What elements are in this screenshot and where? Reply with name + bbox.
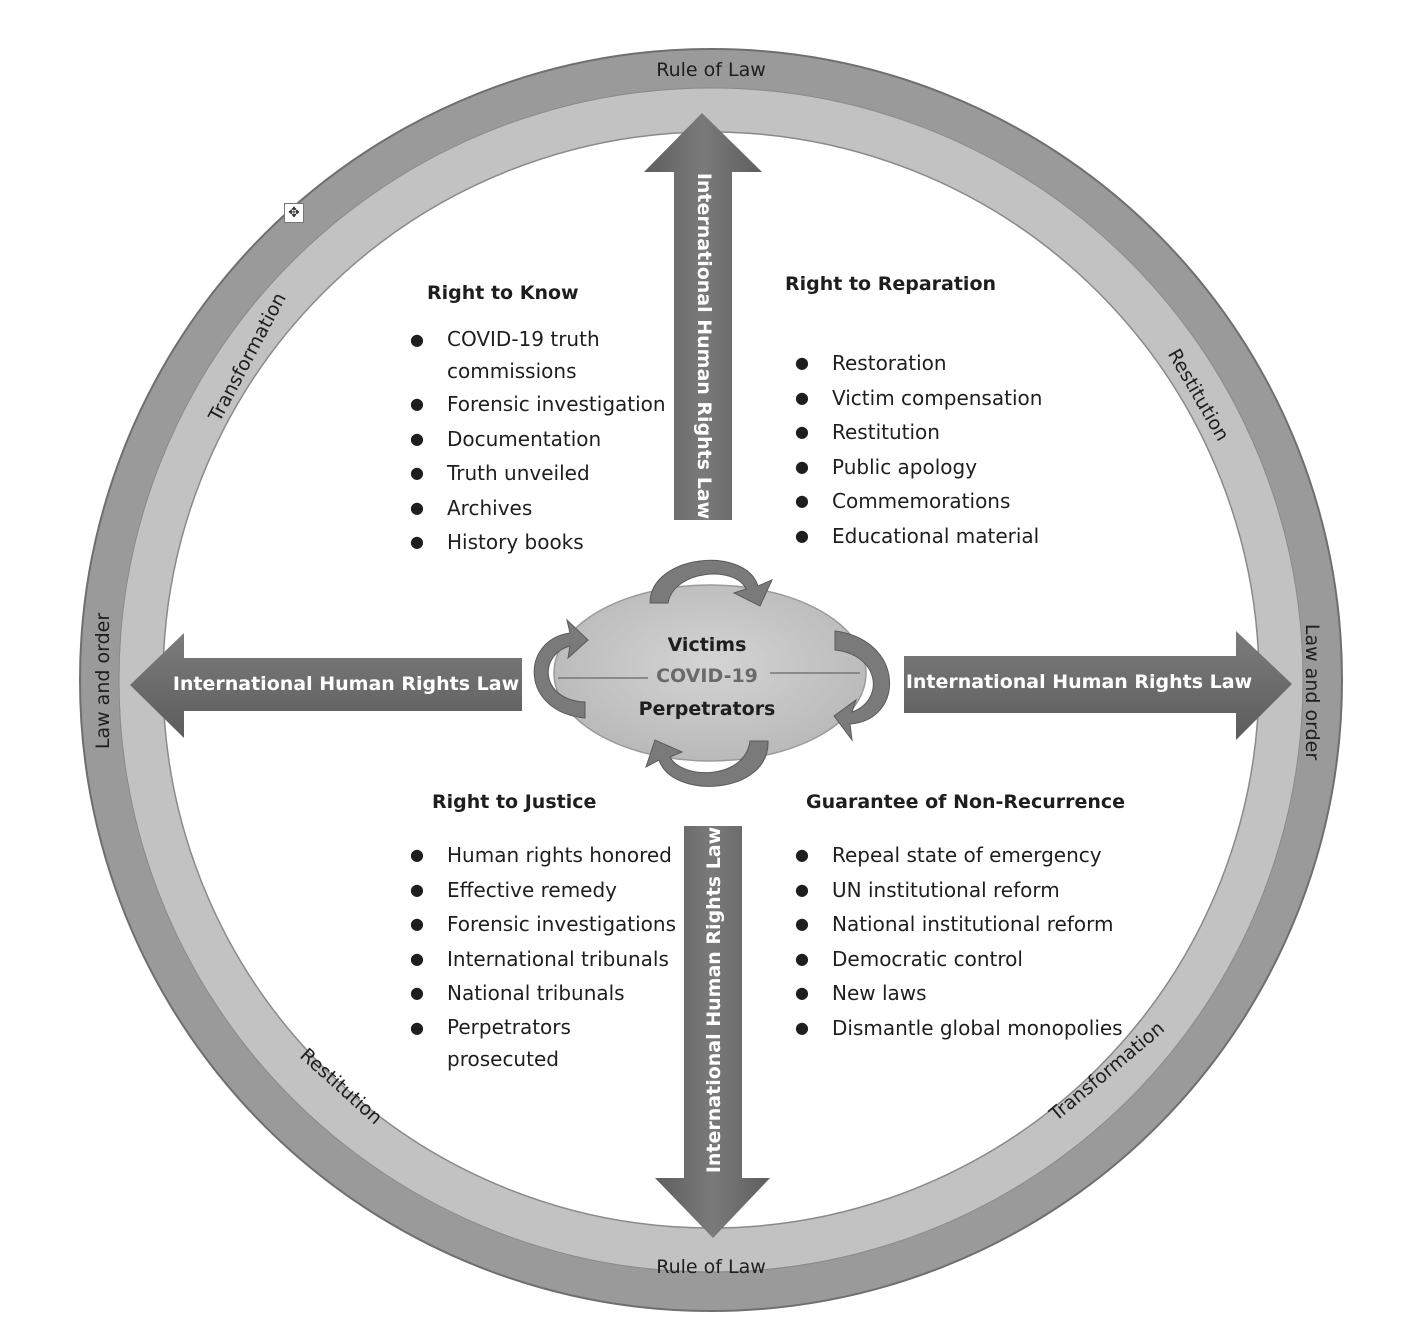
list-nonrecurrence: ●Repeal state of emergency ●UN instituti… bbox=[795, 838, 1125, 1045]
list-item: ●Human rights honored bbox=[410, 843, 672, 867]
list-item: ●Forensic investigation bbox=[410, 392, 666, 416]
list-item: ●International tribunals bbox=[410, 946, 669, 971]
list-item: ●Public apology bbox=[795, 454, 978, 479]
arrow-up: International Human Rights Law bbox=[644, 113, 762, 520]
list-item: ●Repeal state of emergency bbox=[795, 843, 1102, 867]
list-item: ●Perpetrators prosecuted bbox=[410, 1014, 571, 1071]
list-item: ●Educational material bbox=[795, 523, 1040, 548]
arrow-down: International Human Rights Law bbox=[655, 826, 770, 1238]
list-item: ●National tribunals bbox=[410, 981, 625, 1005]
arrow-down-label: International Human Rights Law bbox=[703, 827, 725, 1173]
list-reparation: ●Restoration ●Victim compensation ●Resti… bbox=[795, 346, 1043, 553]
list-item: ●New laws bbox=[795, 981, 927, 1005]
center-covid: COVID-19 bbox=[656, 665, 758, 687]
list-item: ●History books bbox=[410, 530, 584, 554]
ring-label-right: Law and order bbox=[1301, 624, 1323, 760]
arrow-right-label: International Human Rights Law bbox=[906, 671, 1252, 693]
ring-label-left: Law and order bbox=[92, 613, 114, 749]
arrow-left: International Human Rights Law bbox=[130, 633, 522, 738]
list-item: ●UN institutional reform bbox=[795, 877, 1060, 902]
arrow-left-label: International Human Rights Law bbox=[173, 673, 519, 695]
list-item: ●Forensic investigations bbox=[410, 912, 676, 936]
list-item: ●Democratic control bbox=[795, 946, 1023, 971]
list-item: ●Documentation bbox=[410, 426, 602, 451]
cycle-arrow-left bbox=[533, 618, 589, 719]
list-know: ●COVID-19 truth commissions ●Forensic in… bbox=[410, 323, 666, 560]
center-victims: Victims bbox=[668, 634, 747, 656]
arrow-right: International Human Rights Law bbox=[904, 631, 1292, 740]
ring-label-top: Rule of Law bbox=[656, 59, 766, 81]
move-icon[interactable]: ✥ bbox=[284, 203, 304, 223]
panel-title-nonrecurrence: Guarantee of Non-Recurrence bbox=[806, 791, 1126, 813]
list-justice: ●Human rights honored ●Effective remedy … bbox=[410, 838, 676, 1075]
list-item: ●Effective remedy bbox=[410, 877, 618, 902]
list-item: ●Commemorations bbox=[795, 489, 1011, 513]
arrow-up-label: International Human Rights Law bbox=[693, 173, 715, 519]
panel-title-reparation: Right to Reparation bbox=[785, 273, 997, 295]
list-item: ●Dismantle global monopolies bbox=[795, 1015, 1123, 1040]
list-item: ●Truth unveiled bbox=[410, 461, 590, 485]
panel-right-to-know: Right to Know ●COVID-19 truth commission… bbox=[410, 281, 666, 560]
panel-right-to-justice: Right to Justice ●Human rights honored ●… bbox=[410, 790, 676, 1075]
cycle-arrows bbox=[533, 559, 891, 787]
list-item: ●Restitution bbox=[795, 420, 940, 444]
panel-title-justice: Right to Justice bbox=[432, 791, 597, 813]
list-item: ●National institutional reform bbox=[795, 912, 1114, 936]
center-ellipse: Victims COVID-19 Perpetrators bbox=[553, 584, 867, 762]
panel-right-to-reparation: Right to Reparation ●Restoration ●Victim… bbox=[785, 272, 1042, 553]
panel-title-know: Right to Know bbox=[427, 282, 579, 304]
ring-label-bottom: Rule of Law bbox=[656, 1256, 766, 1278]
cycle-arrow-bottom bbox=[645, 739, 769, 787]
center-perpetrators: Perpetrators bbox=[639, 698, 776, 720]
cycle-arrow-top bbox=[649, 559, 773, 607]
list-item: ●Restoration bbox=[795, 351, 947, 375]
list-item: ●Archives bbox=[410, 495, 533, 520]
panel-non-recurrence: Guarantee of Non-Recurrence ●Repeal stat… bbox=[795, 790, 1126, 1045]
cycle-arrow-right bbox=[833, 630, 891, 742]
list-item: ●Victim compensation bbox=[795, 385, 1043, 410]
list-item: ●COVID-19 truth commissions bbox=[410, 327, 600, 383]
